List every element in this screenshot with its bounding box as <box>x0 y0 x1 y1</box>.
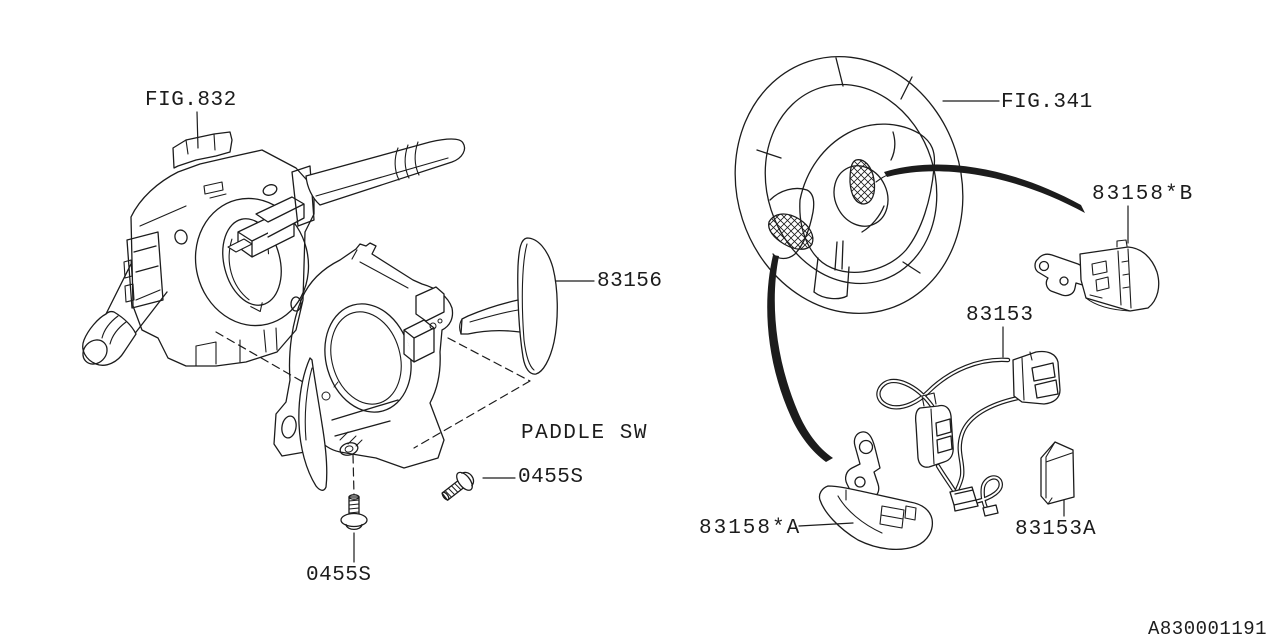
callout-screw-0455s-bottom: 0455S <box>306 564 372 587</box>
callout-part-83153a: 83153A <box>1015 518 1097 541</box>
screw-icon <box>441 471 475 501</box>
mount-location-hatch <box>849 159 876 205</box>
location-arrow-right <box>884 164 1085 213</box>
combination-switch-drawing <box>82 131 466 367</box>
callout-fig-832: FIG.832 <box>145 89 237 112</box>
callout-fig-341: FIG.341 <box>1001 91 1093 114</box>
switch-bracket-drawing <box>273 242 454 491</box>
mount-location-hatch <box>768 213 814 250</box>
paddle-83156-drawing <box>459 237 558 375</box>
paddle-83158b-drawing <box>1034 239 1160 312</box>
cover-83153a-drawing <box>1040 441 1075 505</box>
callout-part-83158b: 83158*B <box>1092 183 1195 206</box>
doc-number: A830001191 <box>1148 618 1268 640</box>
callout-part-83158a: 83158*A <box>699 517 802 540</box>
location-arrow-left <box>767 255 833 462</box>
screw-icon <box>340 494 368 531</box>
steering-wheel-drawing <box>734 55 964 315</box>
callout-part-83156: 83156 <box>597 270 663 293</box>
assembly-guide-lines <box>215 331 531 496</box>
switch-harness-83153-drawing <box>876 350 1061 517</box>
note-paddle-sw: PADDLE SW <box>521 422 648 445</box>
callout-part-83153: 83153 <box>966 304 1035 327</box>
paddle-83158a-drawing <box>818 431 934 551</box>
leader-lines <box>196 100 1129 563</box>
callout-screw-0455s-right: 0455S <box>518 466 584 489</box>
